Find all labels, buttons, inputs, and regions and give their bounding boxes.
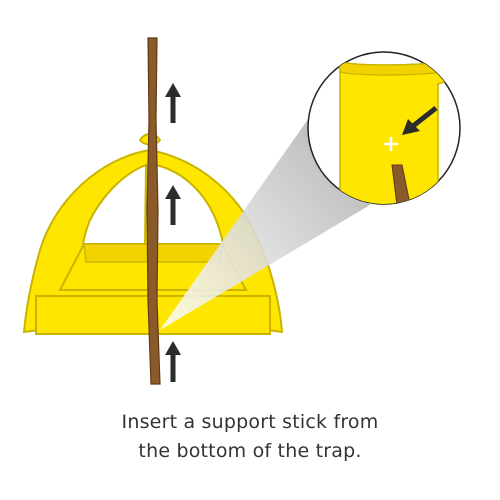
zoom-detail xyxy=(307,51,461,205)
arrow-up-icon xyxy=(165,341,181,382)
arrow-up-icon xyxy=(165,83,181,123)
trap-window-left xyxy=(81,163,148,245)
arrow-up-icon xyxy=(165,185,181,225)
caption-line-1: Insert a support stick from xyxy=(121,411,379,433)
support-stick xyxy=(146,37,161,385)
caption-line-2: the bottom of the trap. xyxy=(138,440,362,462)
plus-icon xyxy=(384,137,398,151)
arrow-pointer-icon xyxy=(402,106,438,135)
